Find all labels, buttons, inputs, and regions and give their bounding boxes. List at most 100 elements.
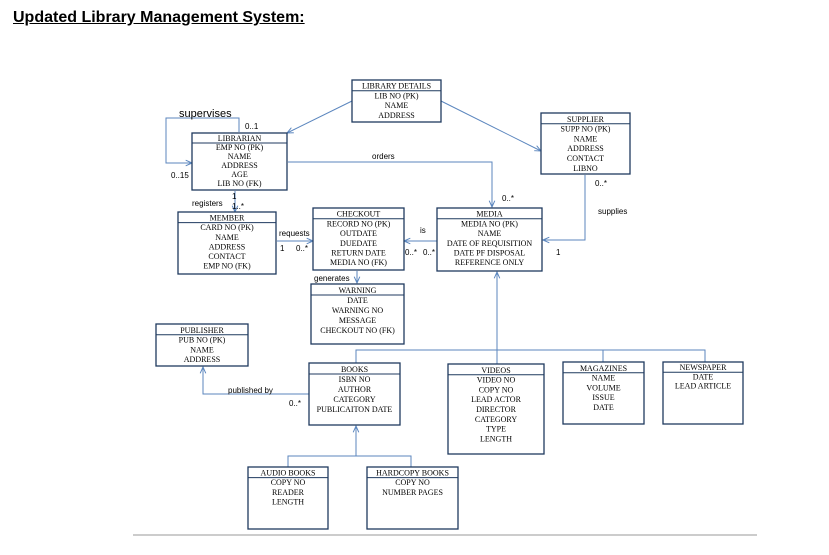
orders-label: orders: [372, 152, 395, 161]
entity-name: LIBRARY DETAILS: [362, 82, 431, 91]
entity-name: MEDIA: [476, 210, 502, 219]
entity-attribute: LENGTH: [480, 434, 512, 443]
entity-attribute: LENGTH: [272, 497, 304, 506]
entity-attribute: MEDIA NO (FK): [330, 258, 387, 267]
is-b-cardinality: 0..*: [423, 248, 435, 257]
orders-connector: [288, 161, 492, 207]
sup-left-cardinality: 0..15: [171, 171, 189, 180]
entity-attribute: CONTACT: [208, 252, 245, 261]
sup-top-cardinality: 0..1: [245, 122, 259, 131]
supervises-label: supervises: [179, 108, 232, 120]
entity-name: SUPPLIER: [567, 115, 605, 124]
entity-name: CHECKOUT: [337, 210, 381, 219]
entity-attribute: ADDRESS: [221, 161, 257, 170]
entity-attribute: LEAD ARTICLE: [675, 382, 731, 391]
entity-attribute: READER: [272, 488, 305, 497]
entity-box: [447, 363, 545, 455]
entity-attribute: NAME: [574, 134, 598, 143]
entity-attribute: AUTHOR: [338, 385, 372, 394]
supplies-connector: [543, 175, 586, 240]
supplies-label: supplies: [598, 207, 627, 216]
entity-attribute: ISSUE: [592, 393, 614, 402]
is-label: is: [420, 226, 426, 235]
entity-attribute: NUMBER PAGES: [382, 488, 443, 497]
entity-attribute: DATE: [693, 372, 714, 381]
entity-box: [540, 112, 631, 175]
entity-attribute: ISBN NO: [339, 375, 371, 384]
entity-box: [351, 79, 442, 123]
diagram-title: Updated Library Management System:: [13, 9, 305, 26]
entity-attribute: CHECKOUT NO (FK): [320, 326, 395, 335]
entity-name: WARNING: [339, 286, 377, 295]
entity-attribute: OUTDATE: [340, 229, 377, 238]
library-supplier-connector: [440, 100, 541, 151]
entity-attribute: RETURN DATE: [331, 249, 386, 258]
is-a-cardinality: 0..*: [405, 248, 417, 257]
entity-attribute: RECORD NO (PK): [327, 219, 391, 228]
entity-attribute: WARNING NO: [332, 306, 384, 315]
reg-one-cardinality: 1: [232, 192, 237, 201]
entity-attribute: LIB NO (PK): [375, 91, 419, 100]
req-many-cardinality: 0..*: [296, 244, 308, 253]
entity-attribute: DATE OF REQUISITION: [447, 239, 533, 248]
entity-attribute: NAME: [592, 374, 616, 383]
entity-name: MAGAZINES: [580, 364, 627, 373]
entity-box: [310, 283, 405, 345]
connectors: [165, 100, 706, 467]
entity-attribute: COPY NO: [271, 478, 306, 487]
entity-attribute: MEDIA NO (PK): [461, 219, 518, 228]
req-one-cardinality: 1: [280, 244, 285, 253]
entity-attribute: ADDRESS: [567, 144, 603, 153]
published-by-label: published by: [228, 386, 273, 395]
entity-attribute: CARD NO (PK): [200, 223, 254, 232]
registers-label: registers: [192, 199, 223, 208]
entity-name: BOOKS: [341, 365, 368, 374]
entity-attribute: DATE PF DISPOSAL: [454, 249, 526, 258]
entity-attribute: LIBNO: [573, 164, 598, 173]
entity-attribute: DATE: [593, 403, 614, 412]
entity-attribute: COPY NO: [479, 385, 514, 394]
entity-attribute: LIB NO (FK): [218, 179, 262, 188]
entity-attribute: COPY NO: [395, 478, 430, 487]
entity-attribute: ADDRESS: [184, 355, 220, 364]
entity-attribute: NAME: [215, 233, 239, 242]
entity-attribute: TYPE: [486, 425, 506, 434]
entity-attribute: MESSAGE: [339, 316, 376, 325]
entity-box: [155, 323, 249, 367]
entity-attribute: CATEGORY: [475, 415, 517, 424]
entity-attribute: NAME: [190, 345, 214, 354]
generates-label: generates: [314, 274, 350, 283]
entity-attribute: VOLUME: [586, 383, 620, 392]
entity-name: NEWSPAPER: [680, 363, 727, 372]
library-librarian-connector: [287, 100, 353, 133]
entity-name: HARDCOPY BOOKS: [376, 469, 449, 478]
entity-attribute: DIRECTOR: [476, 405, 517, 414]
books-subtypes-connector: [287, 455, 412, 467]
entity-attribute: NAME: [228, 152, 252, 161]
entity-attribute: ADDRESS: [209, 242, 245, 251]
entity-name: VIDEOS: [481, 366, 510, 375]
entity-attribute: NAME: [385, 101, 409, 110]
entity-attribute: EMP NO (FK): [203, 262, 251, 271]
entity-attribute: CONTACT: [567, 154, 604, 163]
entity-name: LIBRARIAN: [218, 134, 262, 143]
published-by-connector: [203, 367, 309, 395]
entity-attribute: PUB NO (PK): [179, 336, 226, 345]
entity-attribute: CATEGORY: [333, 395, 375, 404]
entity-attribute: LEAD ACTOR: [471, 395, 522, 404]
supplier-one-cardinality: 1: [556, 248, 561, 257]
published-many-cardinality: 0..*: [289, 399, 301, 408]
entity-attribute: DATE: [347, 296, 368, 305]
